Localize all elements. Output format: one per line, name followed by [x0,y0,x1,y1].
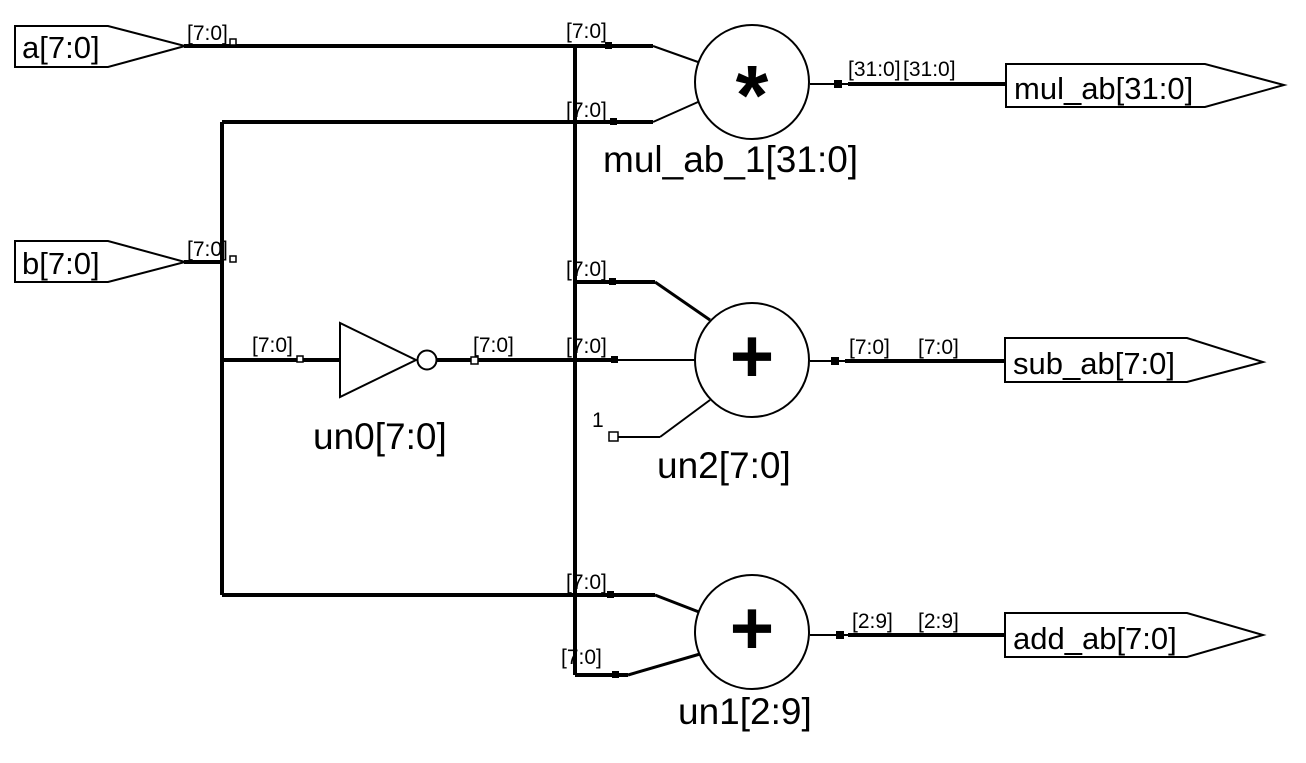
adder-add-label: un1[2:9] [678,691,812,732]
inverter-label: un0[7:0] [313,416,447,457]
buslabel-a-port: [7:0] [187,22,228,45]
multiplier-label: mul_ab_1[31:0] [603,139,858,180]
inverter-triangle[interactable] [339,321,419,399]
subout-pin[interactable] [831,357,839,365]
output-port-sub-ab-label: sub_ab[7:0] [1013,346,1175,381]
bus-width-labels: [7:0] [7:0] [7:0] [7:0] [7:0] [7:0] [7:0… [187,20,959,669]
multiplier-symbol[interactable] [694,24,810,140]
output-port-mul-ab-shape[interactable] [1005,63,1288,108]
wire-const-diag[interactable] [659,399,711,438]
input-port-a[interactable]: a[7:0] [14,25,189,68]
instance-adder-add[interactable]: + un1[2:9] [678,574,812,732]
mulout-pin[interactable] [834,80,842,88]
buslabel-mult-in2: [7:0] [566,99,607,122]
constant-source-pin[interactable] [608,431,619,442]
add-in2-pin[interactable] [612,671,619,678]
instance-inverter[interactable]: un0[7:0] [313,321,447,457]
adder-add-operator: + [730,586,774,671]
input-port-b-shape[interactable] [14,240,189,283]
buslabel-add-in1: [7:0] [566,571,607,594]
output-port-sub-ab-shape[interactable] [1004,337,1267,383]
net-constant-one[interactable]: 1 [592,399,711,442]
buslabel-subout-2: [7:0] [918,336,959,359]
output-port-add-ab-shape[interactable] [1004,612,1267,658]
input-port-b-label: b[7:0] [22,246,100,281]
buslabel-a-trunk: [7:0] [566,20,607,43]
wire-a-to-mult-diag[interactable] [652,45,699,63]
buslabel-b-port: [7:0] [187,238,228,261]
b-label-tick [229,255,237,263]
wire-a-to-sub-diag[interactable] [654,280,711,322]
addout-pin[interactable] [836,631,844,639]
wire-b-to-mult-diag[interactable] [652,101,699,123]
buslabel-inv-in: [7:0] [252,334,293,357]
adder-add-symbol[interactable] [694,574,810,690]
output-port-add-ab[interactable]: add_ab[7:0] [1004,612,1267,658]
instance-adder-sub[interactable]: + un2[7:0] [657,302,810,486]
input-port-b[interactable]: b[7:0] [14,240,189,283]
output-port-sub-ab[interactable]: sub_ab[7:0] [1004,337,1267,383]
net-b[interactable] [184,101,700,614]
instance-multiplier[interactable]: * mul_ab_1[31:0] [603,24,858,180]
buslabel-addout-2: [2:9] [918,610,959,633]
mult-in1-pin[interactable] [605,42,612,49]
output-port-mul-ab[interactable]: mul_ab[31:0] [1005,63,1288,108]
adder-sub-symbol[interactable] [694,302,810,418]
a-label-tick [229,38,237,46]
net-mul-out[interactable] [810,80,1006,88]
adder-sub-label: un2[7:0] [657,445,791,486]
buslabel-sub-in1: [7:0] [566,258,607,281]
net-sub-out[interactable] [810,357,1005,365]
add-in1-pin[interactable] [607,591,614,598]
output-port-add-ab-label: add_ab[7:0] [1013,621,1177,656]
adder-sub-operator: + [730,314,774,399]
buslabel-mulout-1: [31:0] [848,58,901,81]
buslabel-add-in2: [7:0] [561,646,602,669]
buslabel-inv-out: [7:0] [473,334,514,357]
input-port-a-label: a[7:0] [22,30,100,65]
buslabel-addout-1: [2:9] [852,610,893,633]
sub-in1-pin[interactable] [609,278,616,285]
buslabel-sub-in2: [7:0] [566,335,607,358]
buslabel-mulout-2: [31:0] [903,58,956,81]
buslabel-subout-1: [7:0] [849,336,890,359]
inverter-bubble[interactable] [416,349,438,371]
constant-one-label: 1 [592,409,604,432]
input-pins[interactable] [229,38,619,678]
invin-label-tick [296,355,304,363]
wire-b-to-add-diag[interactable] [654,593,700,614]
multiplier-operator: * [736,48,769,142]
sub-in2-pin[interactable] [611,356,618,363]
wire-a-to-add-diag[interactable] [627,652,701,677]
net-add-out[interactable] [810,631,1005,639]
output-port-mul-ab-label: mul_ab[31:0] [1014,71,1193,106]
invout-label-tick [470,356,479,365]
mult-in2-pin[interactable] [610,118,617,125]
input-port-a-shape[interactable] [14,25,189,68]
